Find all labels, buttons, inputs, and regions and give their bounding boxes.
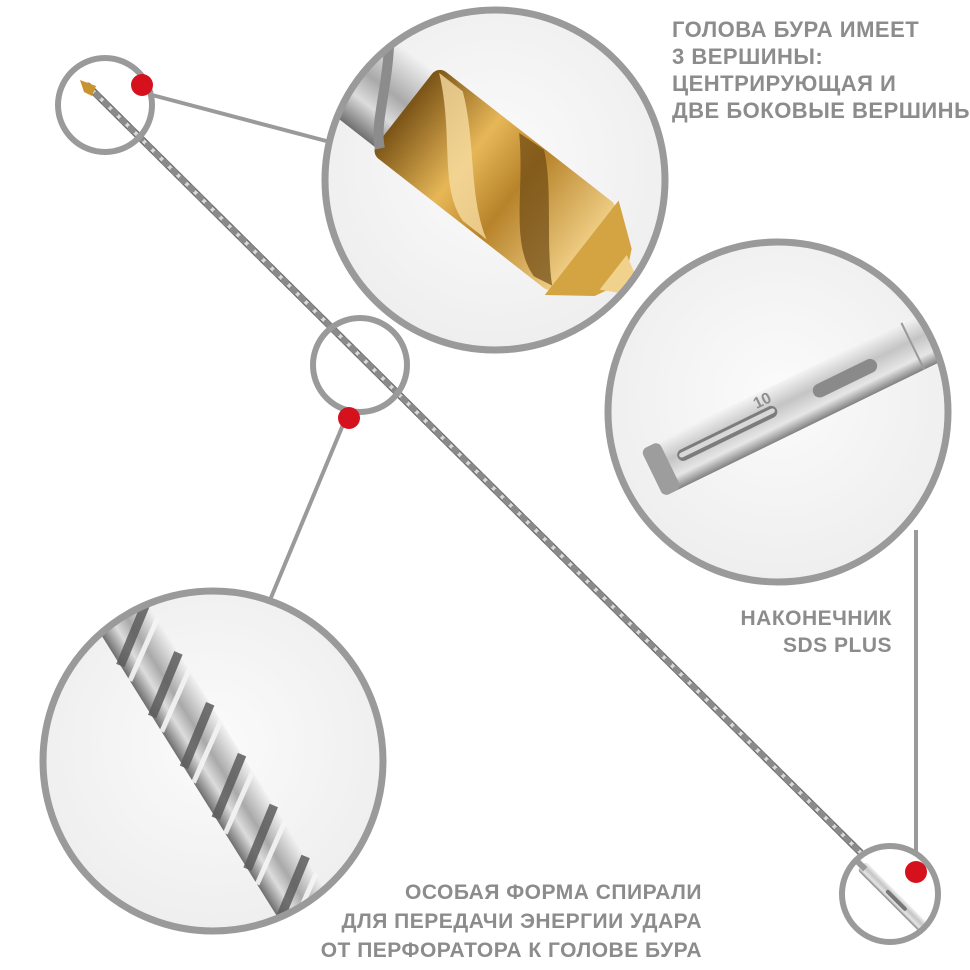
connector-lines bbox=[151, 93, 918, 868]
caption-spiral-line-3: ОТ ПЕРФОРАТОРА К ГОЛОВЕ БУРА bbox=[320, 939, 702, 962]
caption-head-line-4: ДВЕ БОКОВЫЕ ВЕРШИНЫ bbox=[672, 98, 970, 123]
ring-head-small bbox=[55, 55, 155, 155]
caption-head-line-2: 3 ВЕРШИНЫ: bbox=[672, 44, 824, 69]
zoom-circle-spiral bbox=[39, 587, 387, 935]
caption-spiral-line-2: ДЛЯ ПЕРЕДАЧИ ЭНЕРГИИ УДАРА bbox=[341, 910, 702, 933]
caption-shank-line-2: SDS PLUS bbox=[782, 634, 892, 657]
callout-markers bbox=[131, 74, 927, 883]
zoom-circle-tip bbox=[839, 843, 941, 945]
ring-middle-small bbox=[310, 315, 410, 415]
caption-spiral: ОСОБАЯ ФОРМА СПИРАЛИ ДЛЯ ПЕРЕДАЧИ ЭНЕРГИ… bbox=[321, 878, 702, 965]
drill-bit-main bbox=[80, 80, 864, 856]
marker-head bbox=[131, 74, 153, 96]
caption-head: ГОЛОВА БУРА ИМЕЕТ 3 ВЕРШИНЫ: ЦЕНТРИРУЮЩА… bbox=[672, 16, 970, 124]
connector-spiral bbox=[268, 419, 347, 601]
connector-head bbox=[151, 93, 331, 144]
caption-spiral-line-1: ОСОБАЯ ФОРМА СПИРАЛИ bbox=[405, 881, 702, 904]
bit-head-small bbox=[80, 80, 96, 96]
caption-head-line-3: ЦЕНТРИРУЮЩАЯ И bbox=[672, 71, 897, 96]
zoom-circle-head bbox=[321, 6, 669, 354]
shank-marking: 10 bbox=[751, 390, 775, 413]
caption-head-line-1: ГОЛОВА БУРА ИМЕЕТ bbox=[672, 17, 920, 42]
caption-shank-line-1: НАКОНЕЧНИК bbox=[740, 607, 892, 630]
zoom-circle-shank: 10 bbox=[604, 238, 952, 586]
caption-shank: НАКОНЕЧНИК SDS PLUS bbox=[741, 605, 893, 659]
marker-spiral bbox=[338, 407, 360, 429]
marker-shank bbox=[905, 861, 927, 883]
